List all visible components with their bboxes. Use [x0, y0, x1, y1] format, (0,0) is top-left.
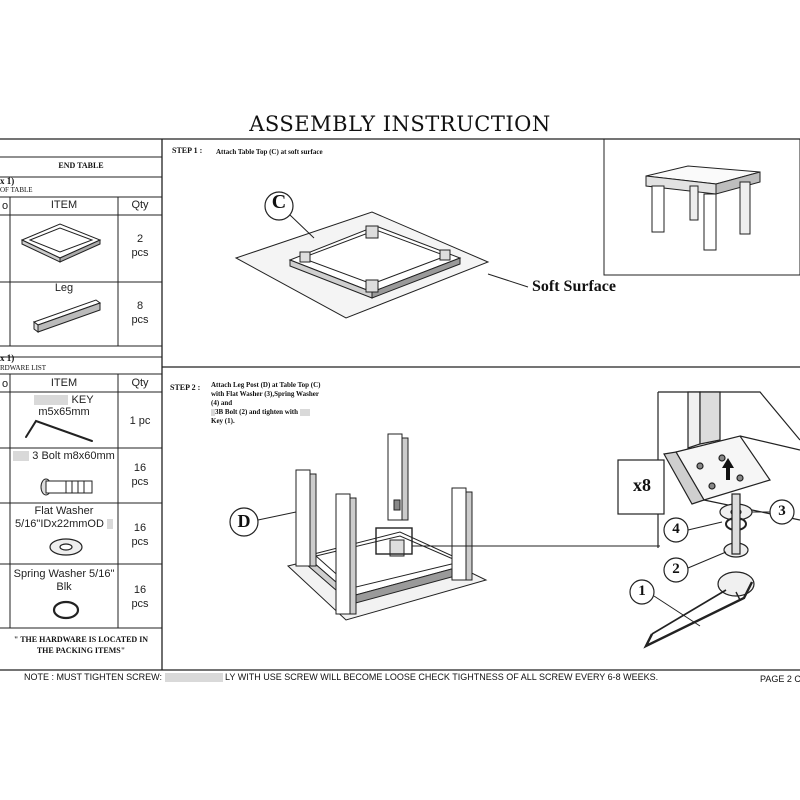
hardware-row-qty: 1 pc — [129, 415, 151, 427]
hardware-row-qty: 16 — [133, 462, 147, 474]
step2-text-line: Attach Leg Post (D) at Table Top (C) — [211, 381, 321, 389]
hardware-row-name: 3 Bolt m8x60mm — [10, 450, 118, 462]
redacted-mark — [13, 451, 30, 462]
redacted-mark — [34, 395, 69, 406]
up-arrow-icon — [722, 458, 734, 480]
hardware-footer-line1: " THE HARDWARE IS LOCATED IN — [13, 635, 149, 644]
hardware-col-qty: Qty — [131, 377, 149, 389]
detail-box — [617, 391, 800, 649]
redacted-mark — [299, 408, 310, 416]
hardware-row-qty: 16 — [133, 584, 147, 596]
parts-col-qty: Qty — [131, 199, 149, 211]
flat-washer-icon — [49, 538, 83, 556]
hardware-footer-line2: THE PACKING ITEMS" — [36, 646, 126, 655]
step2-drawing — [229, 433, 660, 621]
parts-col-no: o — [1, 200, 9, 212]
step1-text: Attach Table Top (C) at soft surface — [216, 148, 323, 156]
redacted-mark — [211, 408, 215, 416]
quantity-multiplier: x8 — [633, 475, 651, 495]
step2-text-line: Key (1). — [211, 417, 235, 425]
hardware-row-name-text: 5/16"IDx22mmOD — [15, 518, 104, 530]
parts-row-name: Leg — [54, 282, 74, 294]
page-title: ASSEMBLY INSTRUCTION — [249, 112, 551, 136]
parts-box-label: x 1) — [0, 176, 15, 186]
step1-drawing — [234, 191, 529, 319]
hardware-box-sublabel: RDWARE LIST — [0, 364, 47, 372]
footer-note-suffix: LY WITH USE SCREW WILL BECOME LOOSE CHEC… — [225, 672, 659, 682]
parts-row-qty: 2 — [136, 233, 144, 245]
hardware-row-unit: pcs — [131, 476, 149, 488]
leg-icon — [32, 299, 102, 333]
hardware-row-name-line2: 5/16"IDx22mmOD — [10, 518, 118, 530]
redacted-mark — [164, 673, 223, 683]
hardware-row-name-line2: Blk — [56, 581, 72, 593]
hardware-row-name-text: 3 Bolt m8x60mm — [32, 450, 115, 462]
parts-row-unit: pcs — [131, 314, 149, 326]
hardware-box-label: x 1) — [0, 353, 15, 363]
parts-box-sublabel: OF TABLE — [0, 186, 33, 194]
step2-text-line: with Flat Washer (3),Spring Washer — [211, 390, 319, 398]
hardware-row-name-text: KEY m5x65mm — [38, 394, 94, 418]
redacted-mark — [106, 519, 113, 530]
spring-washer-icon — [52, 600, 80, 620]
allen-key-icon — [25, 419, 93, 442]
callout-3: 3 — [778, 503, 786, 519]
hardware-row-unit: pcs — [131, 598, 149, 610]
hardware-row-name: Flat Washer — [34, 505, 94, 517]
step2-text-line: (4) and — [211, 399, 233, 407]
parts-row-unit: pcs — [131, 247, 149, 259]
footer-note-prefix: NOTE : MUST TIGHTEN SCREW: — [24, 672, 163, 682]
callout-1: 1 — [638, 583, 646, 599]
parts-col-item: ITEM — [50, 199, 78, 211]
part-c-label: C — [271, 191, 287, 213]
parts-table-heading: END TABLE — [58, 161, 104, 170]
callout-2: 2 — [672, 561, 680, 577]
soft-surface-label: Soft Surface — [532, 278, 616, 295]
part-d-label: D — [237, 511, 251, 531]
step2-text-part: 3B Bolt (2) and tighten with — [215, 408, 299, 416]
footer-note: NOTE : MUST TIGHTEN SCREW: LY WITH USE S… — [24, 672, 659, 683]
step2-label: STEP 2 : — [170, 383, 201, 392]
step1-label: STEP 1 : — [172, 146, 203, 155]
finished-table-drawing — [645, 165, 761, 251]
table-top-icon — [20, 223, 102, 263]
hardware-col-item: ITEM — [50, 377, 78, 389]
hardware-col-no: o — [1, 378, 9, 390]
page-number: PAGE 2 C — [760, 674, 800, 684]
parts-row-qty: 8 — [136, 300, 144, 312]
hardware-row-name: Spring Washer 5/16" — [13, 568, 115, 580]
hardware-row-unit: pcs — [131, 536, 149, 548]
step2-text-line: 3B Bolt (2) and tighten with — [211, 408, 320, 417]
step2-text: Attach Leg Post (D) at Table Top (C) wit… — [211, 381, 320, 426]
hardware-row-name: KEY m5x65mm — [10, 394, 118, 418]
hardware-row-qty: 16 — [133, 522, 147, 534]
callout-4: 4 — [672, 521, 680, 537]
bolt-icon — [40, 478, 93, 496]
